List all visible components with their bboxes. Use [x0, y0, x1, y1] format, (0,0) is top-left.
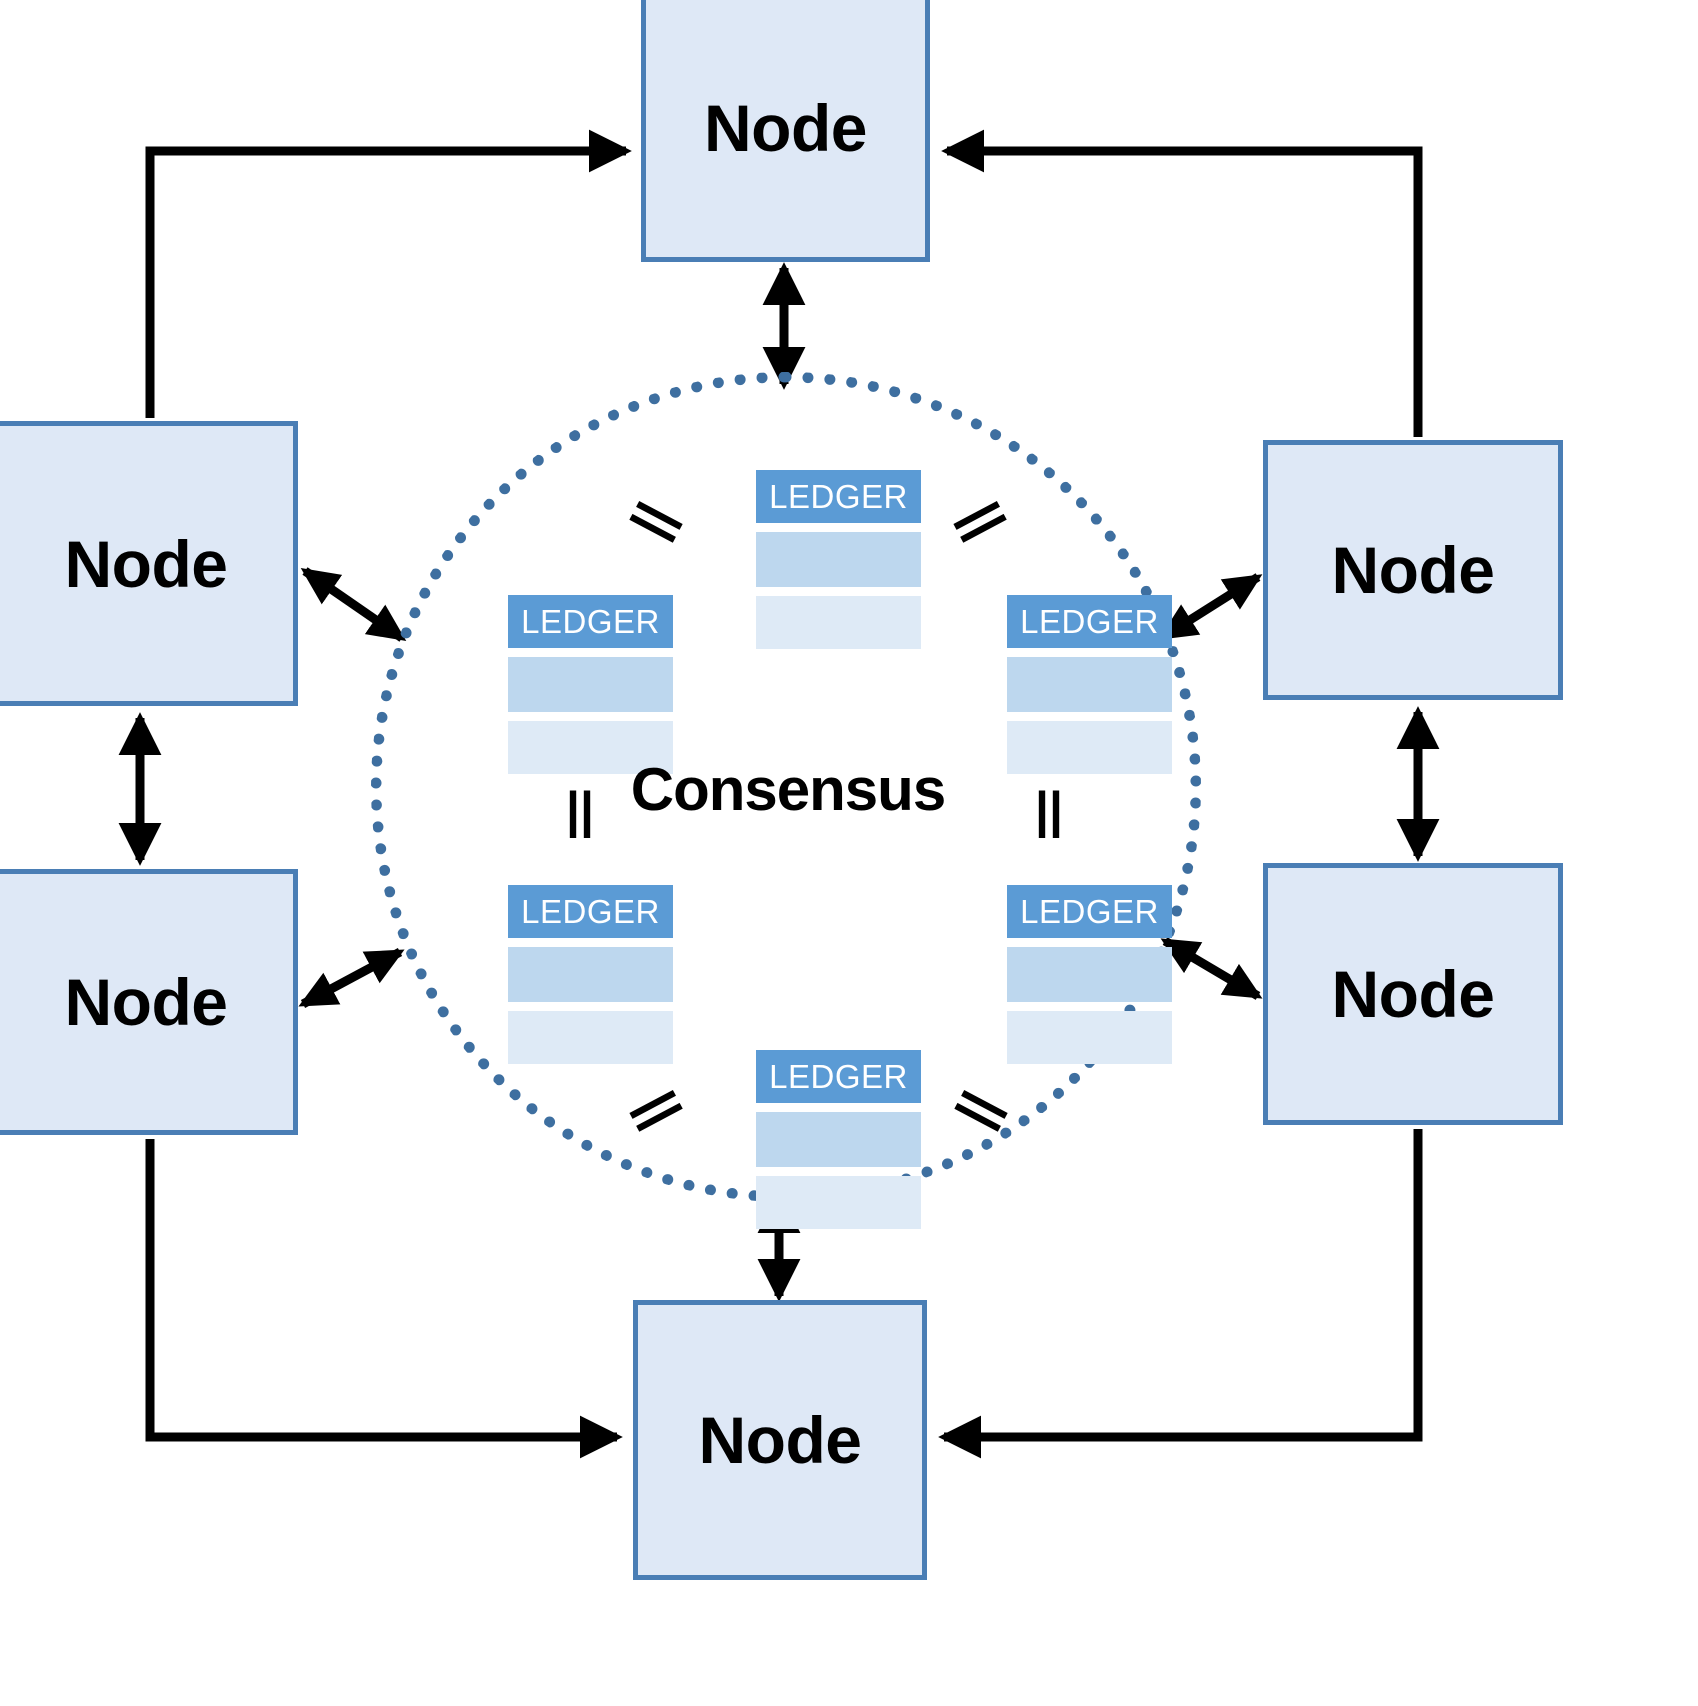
- ledger-row-primary: [508, 657, 673, 712]
- node-box-left-upper[interactable]: Node: [0, 421, 298, 706]
- ledger-card-left-lower[interactable]: LEDGER: [508, 885, 673, 1064]
- node-box-bottom[interactable]: Node: [633, 1300, 927, 1580]
- node-box-top[interactable]: Node: [641, 0, 930, 262]
- equals-mark-icon: ||: [1035, 782, 1063, 838]
- ledger-header: LEDGER: [756, 1050, 921, 1103]
- consensus-title: Consensus: [630, 756, 946, 823]
- node-label: Node: [64, 526, 229, 601]
- ledger-header: LEDGER: [756, 470, 921, 523]
- arrow-right-upper-to-consensus: [1158, 573, 1263, 641]
- node-label: Node: [704, 91, 868, 165]
- arrow-left-upper-to-consensus: [300, 567, 407, 642]
- ledger-card-right-lower[interactable]: LEDGER: [1007, 885, 1172, 1064]
- ledger-header: LEDGER: [1007, 595, 1172, 648]
- arrow-left-lower-to-bottom: [145, 1139, 623, 1459]
- arrow-right-lower-to-bottom: [938, 1129, 1423, 1459]
- node-box-left-lower[interactable]: Node: [0, 869, 298, 1135]
- ledger-row-secondary: [756, 1176, 921, 1229]
- node-label: Node: [1331, 533, 1496, 607]
- arrow-left-upper-to-top: [145, 129, 632, 418]
- ledger-card-right-upper[interactable]: LEDGER: [1007, 595, 1172, 774]
- arrow-right-lower-to-consensus: [1160, 937, 1263, 1000]
- ledger-row-secondary: [508, 721, 673, 774]
- ledger-row-secondary: [1007, 1011, 1172, 1064]
- ledger-row-primary: [1007, 657, 1172, 712]
- ledger-row-primary: [1007, 947, 1172, 1002]
- node-label: Node: [64, 965, 229, 1039]
- ledger-row-secondary: [756, 596, 921, 649]
- node-label: Node: [1331, 957, 1496, 1031]
- ledger-card-left-upper[interactable]: LEDGER: [508, 595, 673, 774]
- ledger-header: LEDGER: [508, 595, 673, 648]
- ledger-row-secondary: [508, 1011, 673, 1064]
- node-label: Node: [698, 1403, 863, 1477]
- ledger-card-bottom[interactable]: LEDGER: [756, 1050, 921, 1229]
- equals-mark-icon: ||: [566, 782, 594, 838]
- ledger-card-top[interactable]: LEDGER: [756, 470, 921, 649]
- ledger-row-secondary: [1007, 721, 1172, 774]
- ledger-row-primary: [756, 532, 921, 587]
- ledger-row-primary: [756, 1112, 921, 1167]
- arrow-right-upper-to-top: [941, 129, 1423, 437]
- ledger-header: LEDGER: [508, 885, 673, 938]
- ledger-row-primary: [508, 947, 673, 1002]
- node-box-right-lower[interactable]: Node: [1263, 863, 1563, 1125]
- node-box-right-upper[interactable]: Node: [1263, 440, 1563, 700]
- arrow-left-lower-to-consensus: [298, 948, 405, 1008]
- ledger-header: LEDGER: [1007, 885, 1172, 938]
